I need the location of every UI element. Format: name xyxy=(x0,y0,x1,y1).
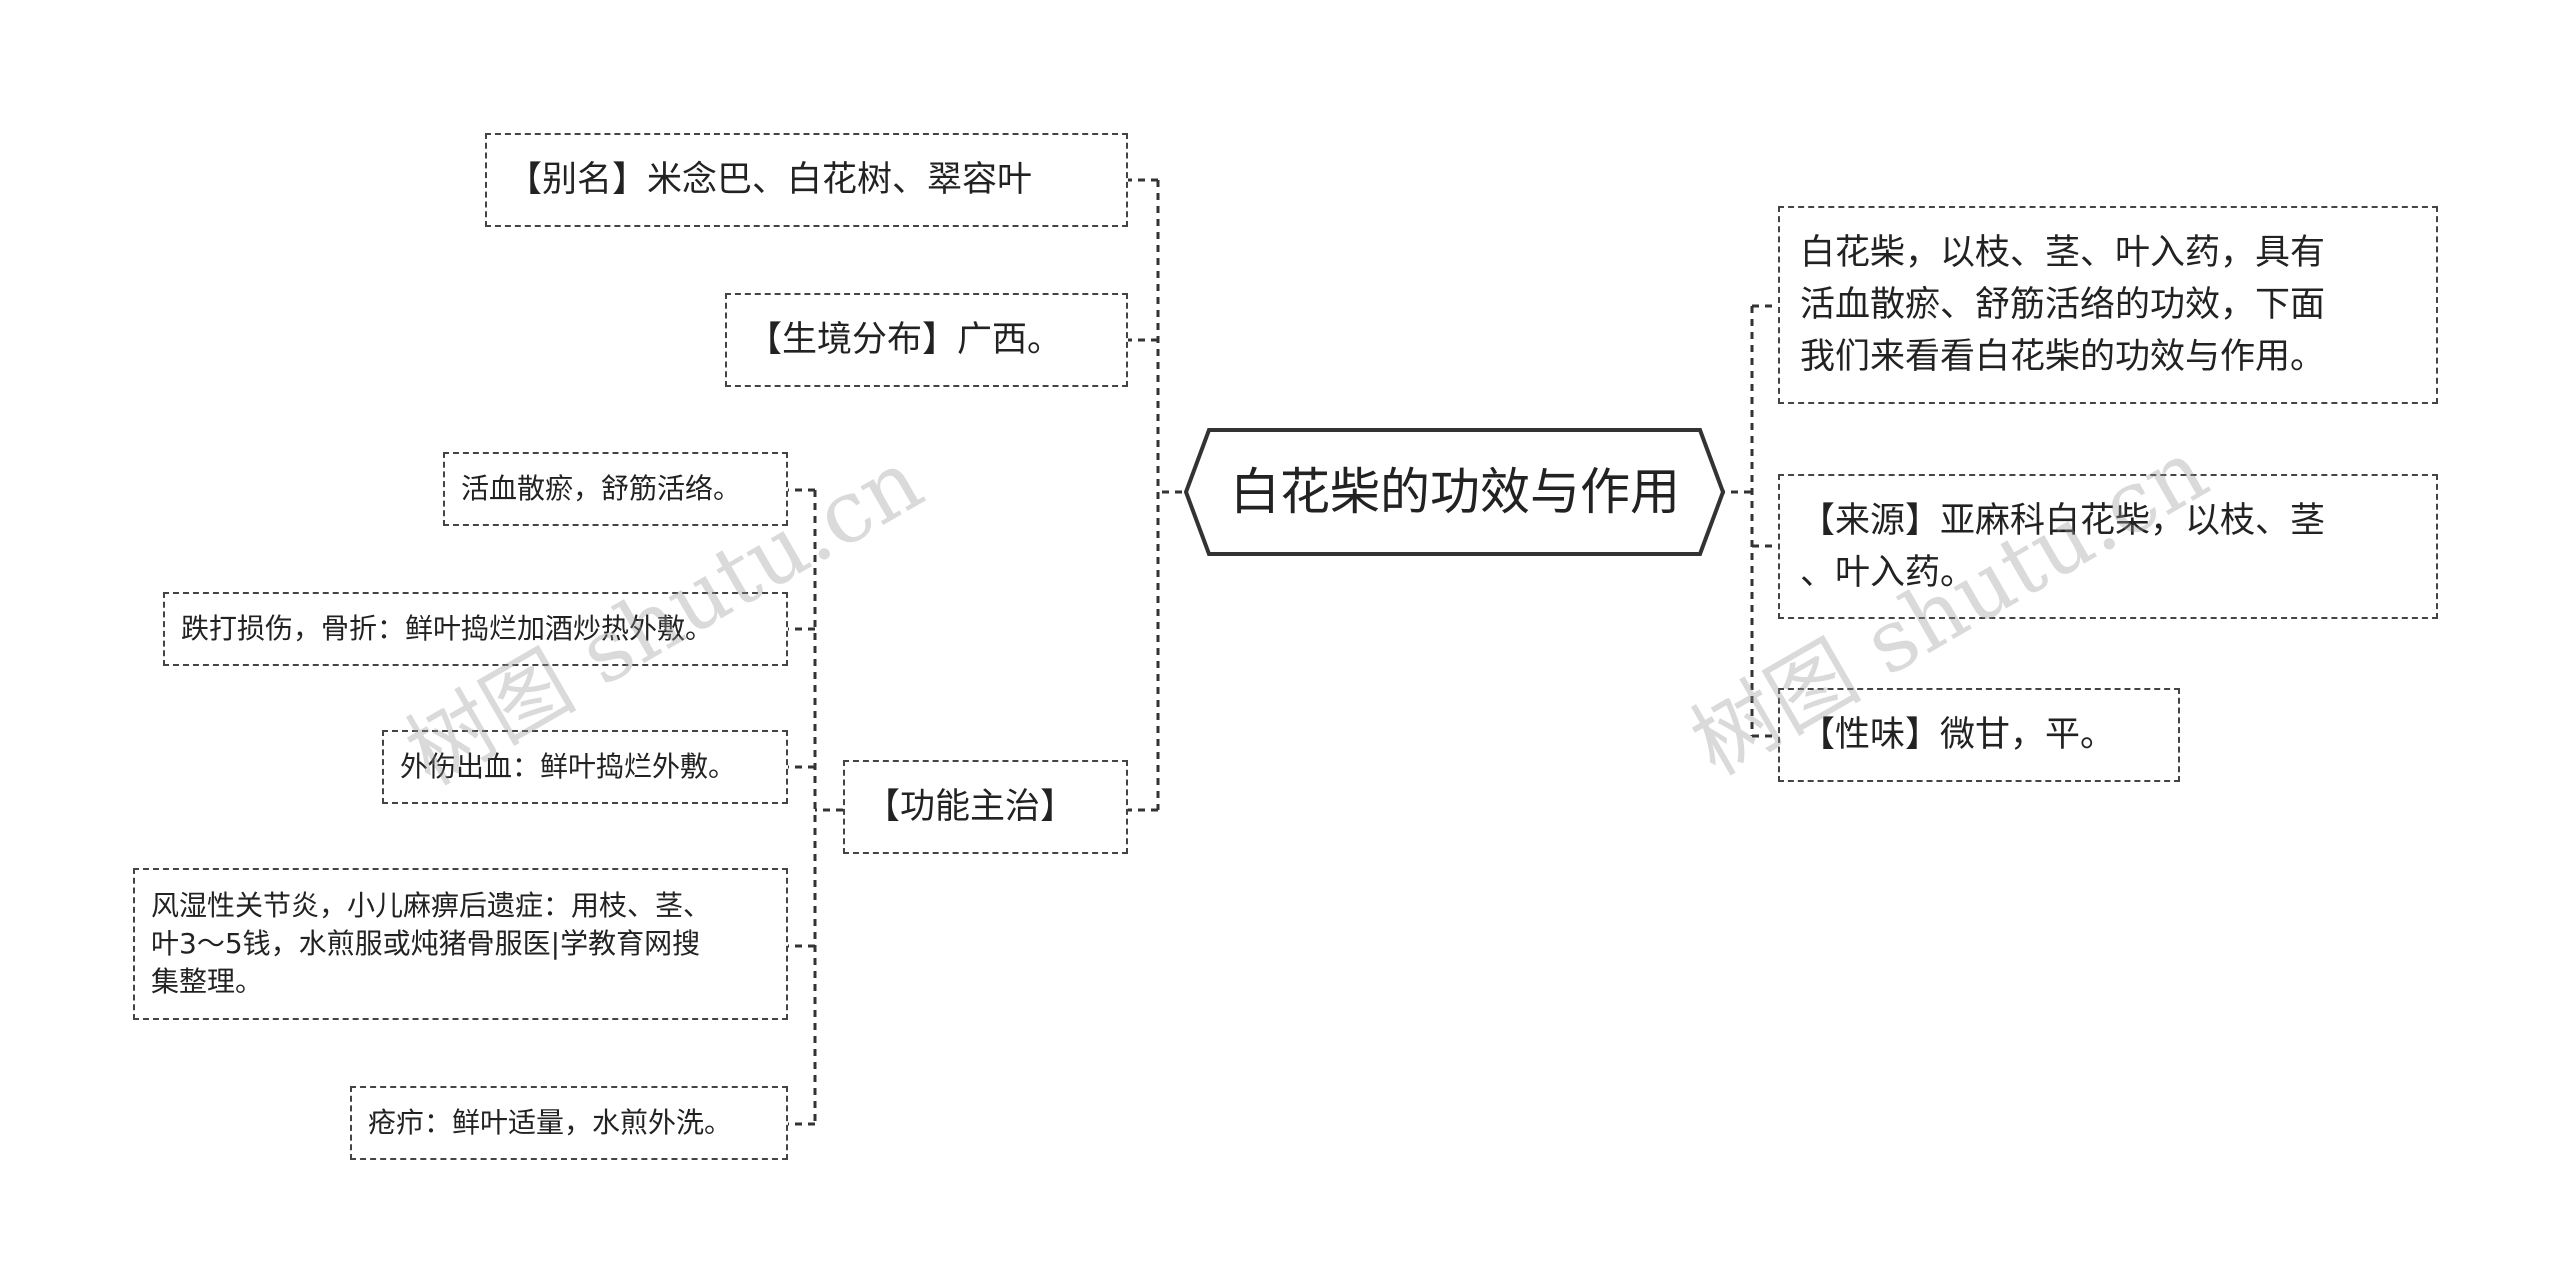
node-intro-label: 白花柴，以枝、茎、叶入药，具有 活血散瘀、舒筋活络的功效，下面 我们来看看白花柴… xyxy=(1800,233,2326,377)
node-function-item[interactable]: 疮疖：鲜叶适量，水煎外洗。 xyxy=(350,1086,788,1160)
node-alias-label: 【别名】米念巴、白花树、翠容叶 xyxy=(507,160,1033,200)
node-functions[interactable]: 【功能主治】 xyxy=(843,760,1128,854)
node-habitat[interactable]: 【生境分布】广西。 xyxy=(725,293,1128,387)
node-taste[interactable]: 【性味】微甘，平。 xyxy=(1778,688,2180,782)
node-habitat-label: 【生境分布】广西。 xyxy=(747,320,1063,360)
node-function-item[interactable]: 外伤出血：鲜叶捣烂外敷。 xyxy=(382,730,788,804)
root-label: 白花柴的功效与作用 xyxy=(1230,463,1680,521)
node-function-item-label: 活血散瘀，舒筋活络。 xyxy=(461,472,742,505)
node-function-item-label: 跌打损伤，骨折：鲜叶捣烂加酒炒热外敷。 xyxy=(181,612,714,645)
root-node[interactable]: 白花柴的功效与作用 xyxy=(1205,430,1705,554)
node-function-item-label: 疮疖：鲜叶适量，水煎外洗。 xyxy=(368,1106,733,1139)
node-alias[interactable]: 【别名】米念巴、白花树、翠容叶 xyxy=(485,133,1128,227)
node-function-item[interactable]: 风湿性关节炎，小儿麻痹后遗症：用枝、茎、 叶3～5钱，水煎服或炖猪骨服医|学教育… xyxy=(133,868,788,1020)
node-function-item[interactable]: 跌打损伤，骨折：鲜叶捣烂加酒炒热外敷。 xyxy=(163,592,788,666)
node-taste-label: 【性味】微甘，平。 xyxy=(1800,715,2116,755)
node-source-label: 【来源】亚麻科白花柴，以枝、茎 、叶入药。 xyxy=(1800,500,2326,593)
root-shape xyxy=(1183,428,1726,556)
node-function-item[interactable]: 活血散瘀，舒筋活络。 xyxy=(443,452,788,526)
node-source[interactable]: 【来源】亚麻科白花柴，以枝、茎 、叶入药。 xyxy=(1778,474,2438,619)
node-intro[interactable]: 白花柴，以枝、茎、叶入药，具有 活血散瘀、舒筋活络的功效，下面 我们来看看白花柴… xyxy=(1778,206,2438,404)
node-functions-label: 【功能主治】 xyxy=(865,787,1076,827)
node-function-item-label: 风湿性关节炎，小儿麻痹后遗症：用枝、茎、 叶3～5钱，水煎服或炖猪骨服医|学教育… xyxy=(151,889,712,998)
node-function-item-label: 外伤出血：鲜叶捣烂外敷。 xyxy=(400,750,737,783)
